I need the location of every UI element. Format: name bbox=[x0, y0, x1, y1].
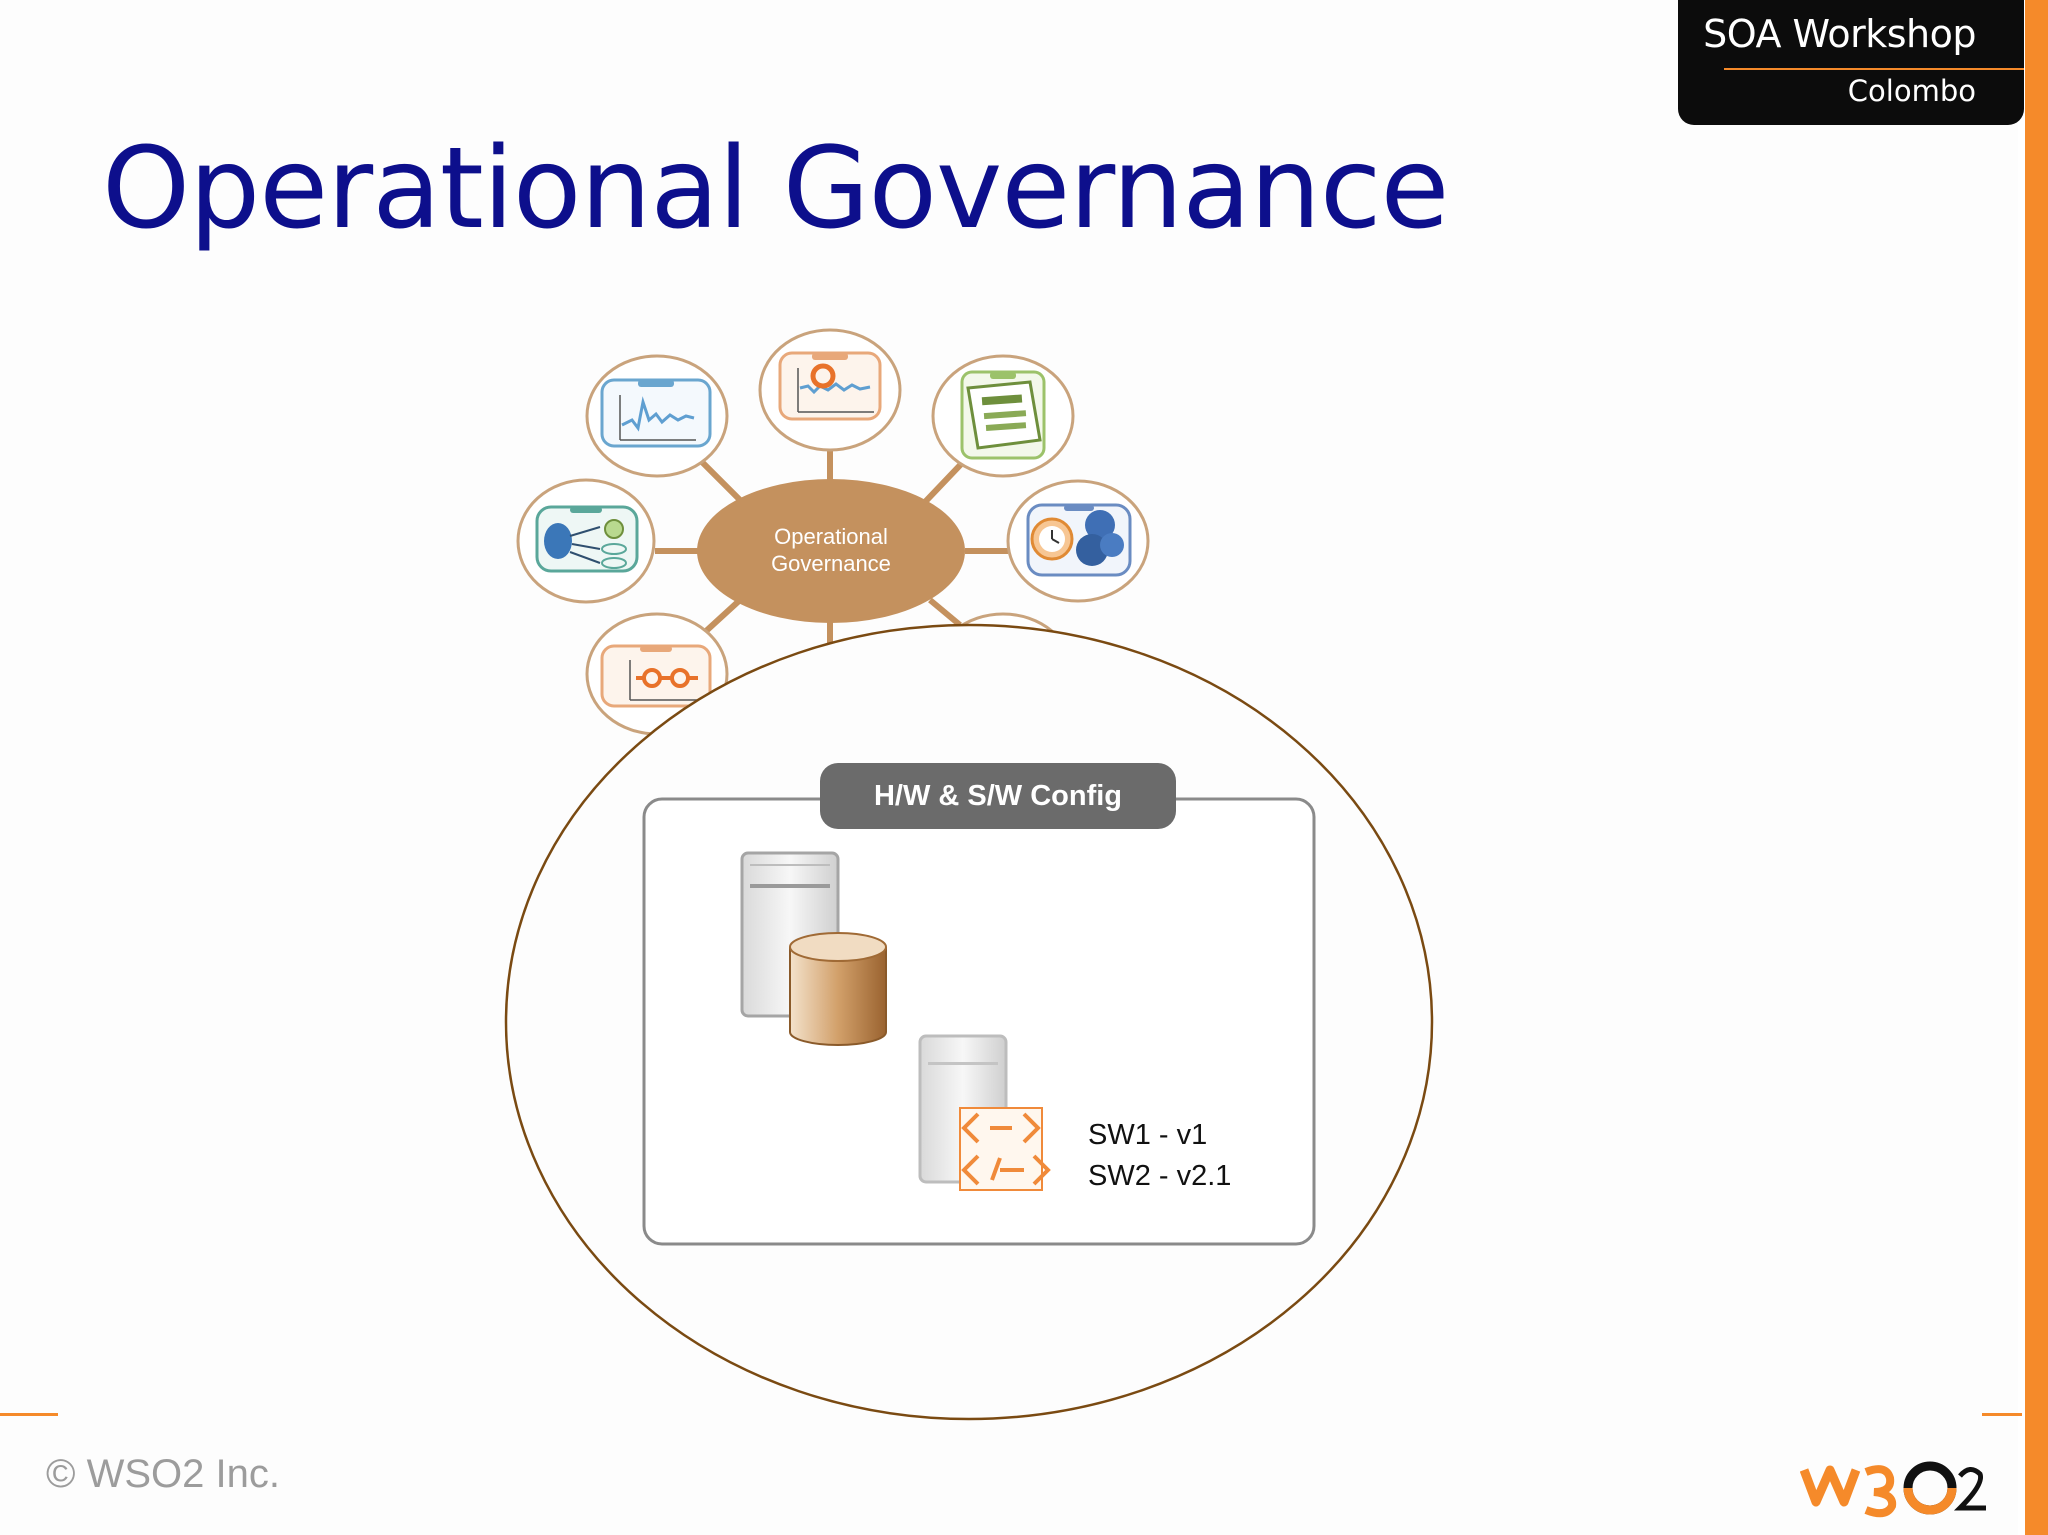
badge-subtitle: Colombo bbox=[1847, 74, 1976, 108]
config-panel-label-bg bbox=[820, 763, 1176, 829]
config-panel: H/W & S/W Config SW1 - v1 SW2 - v2.1 bbox=[642, 763, 1316, 1246]
hub-label-line1: Operational bbox=[774, 524, 888, 549]
database-icon bbox=[789, 932, 887, 1046]
config-panel-label: H/W & S/W Config bbox=[874, 780, 1122, 812]
workshop-badge: SOA Workshop Colombo bbox=[1678, 0, 2024, 125]
code-icon bbox=[959, 1107, 1051, 1191]
software-item: SW1 - v1 bbox=[1088, 1119, 1207, 1151]
bubble-sla-document bbox=[931, 354, 1075, 478]
hub-node: Operational Governance bbox=[697, 479, 965, 623]
hub-label-line2: Governance bbox=[771, 551, 891, 576]
footer-rule-right bbox=[1982, 1413, 2022, 1416]
bubble-throughput-chart bbox=[585, 354, 729, 478]
footer-copyright: © WSO2 Inc. bbox=[46, 1452, 280, 1496]
badge-title: SOA Workshop bbox=[1703, 12, 1976, 56]
badge-divider bbox=[1724, 68, 2024, 70]
footer-rule-left bbox=[0, 1413, 58, 1416]
wso2-logo bbox=[1800, 1450, 2000, 1535]
spoke-connectors bbox=[655, 450, 1008, 650]
page-title: Operational Governance bbox=[102, 124, 1449, 254]
software-item: SW2 - v2.1 bbox=[1088, 1160, 1231, 1192]
bubble-monitoring bbox=[516, 478, 656, 604]
bubble-response-chart bbox=[758, 328, 902, 452]
bubble-scheduling bbox=[1006, 479, 1150, 603]
right-band-gap bbox=[2018, 0, 2025, 1535]
